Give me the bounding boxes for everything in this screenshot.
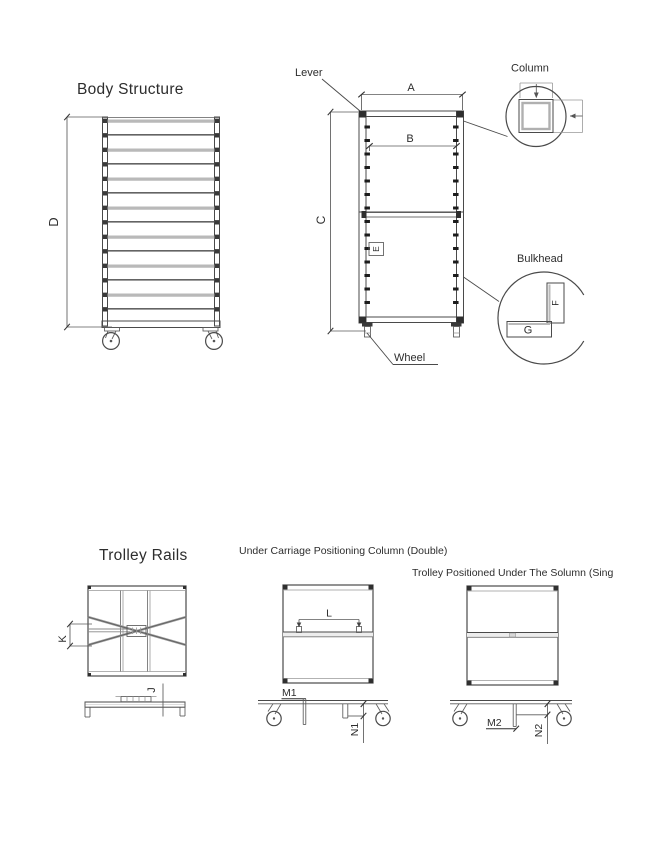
- frame-front-view: Lever A: [295, 67, 508, 365]
- trolley-rails-side-view: J: [84, 683, 186, 718]
- dimension-k: K: [57, 620, 92, 650]
- column-detail: Column: [505, 63, 583, 148]
- undercarriage-double-top-view: L: [282, 584, 374, 684]
- single-castor-left: [452, 703, 468, 727]
- frame-bottom-rail: [358, 316, 464, 323]
- wheel-label: Wheel: [394, 352, 425, 364]
- trolley-rails-title: Trolley Rails: [99, 547, 188, 564]
- dimension-d: D: [46, 113, 112, 331]
- dim-label-n1: N1: [349, 723, 361, 737]
- dim-label-j: J: [146, 687, 158, 693]
- frame-top-rail: [358, 110, 464, 117]
- dimension-m1: M1: [281, 687, 307, 725]
- lever-label: Lever: [295, 67, 323, 79]
- undercarriage-double-title: Under Carriage Positioning Column (Doubl…: [239, 545, 447, 557]
- double-castor-left: [266, 703, 282, 727]
- dim-label-m1: M1: [282, 687, 297, 699]
- dimension-j: J: [146, 683, 164, 717]
- wheel-leader-line: [366, 332, 394, 365]
- dimension-n2: N2: [516, 700, 551, 744]
- wheel-callout: Wheel: [366, 332, 438, 365]
- rack-side-view: D: [46, 113, 224, 351]
- dimension-l: L: [296, 608, 362, 628]
- column-detail-circle: [505, 85, 567, 148]
- dimension-b: B: [365, 133, 461, 151]
- column-arrow: [533, 92, 539, 99]
- column-detail-leader: [463, 120, 508, 137]
- bulkhead-detail: Bulkhead F G: [497, 253, 585, 365]
- column-detail-label: Column: [511, 63, 549, 75]
- rack-wheel-right: [202, 327, 224, 351]
- dim-label-a: A: [407, 82, 415, 94]
- dimension-c: C: [314, 108, 366, 335]
- frame-mid-rail: [365, 212, 457, 218]
- undercarriage-single-title: Trolley Positioned Under The Solumn (Sin…: [412, 567, 614, 579]
- single-center-mark: [509, 632, 516, 638]
- rails-center-rail: [120, 696, 152, 703]
- rails-frame: [87, 585, 187, 677]
- dimension-e: E: [368, 242, 384, 256]
- dim-label-d: D: [46, 217, 61, 226]
- double-castor-right: [375, 703, 391, 727]
- single-castor-right: [556, 703, 572, 727]
- frame-wheel-right: [451, 322, 462, 338]
- rack-bottom-rail: [101, 320, 221, 328]
- body-structure-title: Body Structure: [77, 81, 184, 98]
- dim-label-g: G: [524, 325, 533, 337]
- dim-label-l: L: [326, 608, 332, 620]
- bulkhead-detail-leader: [463, 276, 500, 302]
- lever-leader-line: [321, 78, 361, 112]
- dimension-n1: N1: [342, 700, 367, 743]
- dimension-a: A: [357, 82, 467, 110]
- bulkhead-vertical-leg: [546, 282, 565, 324]
- column-cross-section: [518, 99, 554, 133]
- undercarriage-double-side-view: M1 N1: [258, 687, 391, 743]
- rack-wheel-left: [101, 327, 120, 351]
- bulkhead-detail-label: Bulkhead: [517, 253, 563, 265]
- dim-label-k: K: [57, 635, 69, 643]
- bulkhead-detail-circle: [497, 271, 585, 365]
- column-side-bracket: [553, 99, 583, 133]
- dim-label-e: E: [371, 246, 381, 252]
- dimension-m2: M2: [486, 717, 520, 732]
- undercarriage-single-top-view: [466, 585, 559, 686]
- dim-label-f: F: [551, 300, 561, 306]
- undercarriage-single-side-view: M2 N2: [450, 700, 572, 744]
- dim-label-n2: N2: [533, 724, 545, 738]
- dim-label-c: C: [314, 215, 328, 224]
- rails-center-block: [126, 625, 147, 637]
- dim-label-b: B: [406, 133, 413, 145]
- dim-label-m2: M2: [487, 717, 502, 729]
- trolley-rails-top-view: K: [57, 585, 187, 677]
- bulkhead-horizontal-leg: [506, 321, 552, 338]
- frame-wheel-left: [362, 322, 373, 338]
